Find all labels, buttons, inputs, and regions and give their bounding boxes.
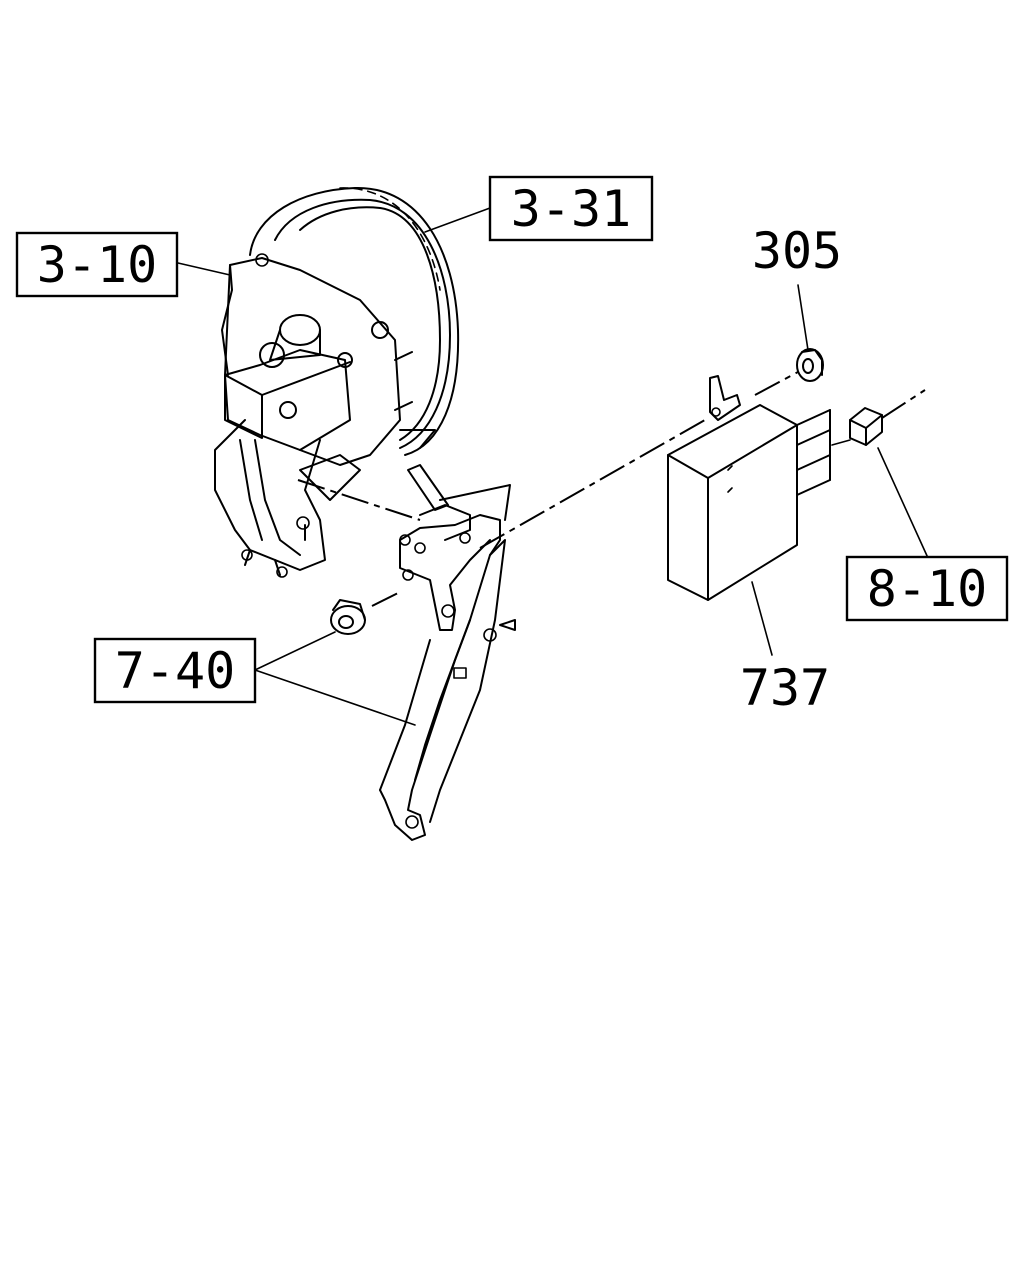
callout-7-40: 7-40 <box>93 637 257 704</box>
part-number-305: 305 <box>752 222 842 280</box>
leader-lines <box>177 207 929 726</box>
callout-8-10-label: 8-10 <box>867 560 987 618</box>
assembly-axis-lines <box>297 371 799 607</box>
callout-3-31: 3-31 <box>488 175 654 242</box>
harness-connector <box>831 389 926 446</box>
callout-3-10: 3-10 <box>15 231 179 298</box>
pedal-bracket <box>214 253 436 578</box>
part-number-737: 737 <box>740 659 830 717</box>
callout-3-10-label: 3-10 <box>37 236 157 294</box>
brake-booster <box>249 186 460 456</box>
callout-7-40-label: 7-40 <box>115 642 235 700</box>
flange-nut <box>796 348 824 382</box>
callout-3-31-label: 3-31 <box>511 180 631 238</box>
callout-8-10: 8-10 <box>845 555 1009 622</box>
accelerator-pedal <box>379 464 516 841</box>
control-module <box>667 375 831 601</box>
pedal-nut <box>330 599 366 635</box>
